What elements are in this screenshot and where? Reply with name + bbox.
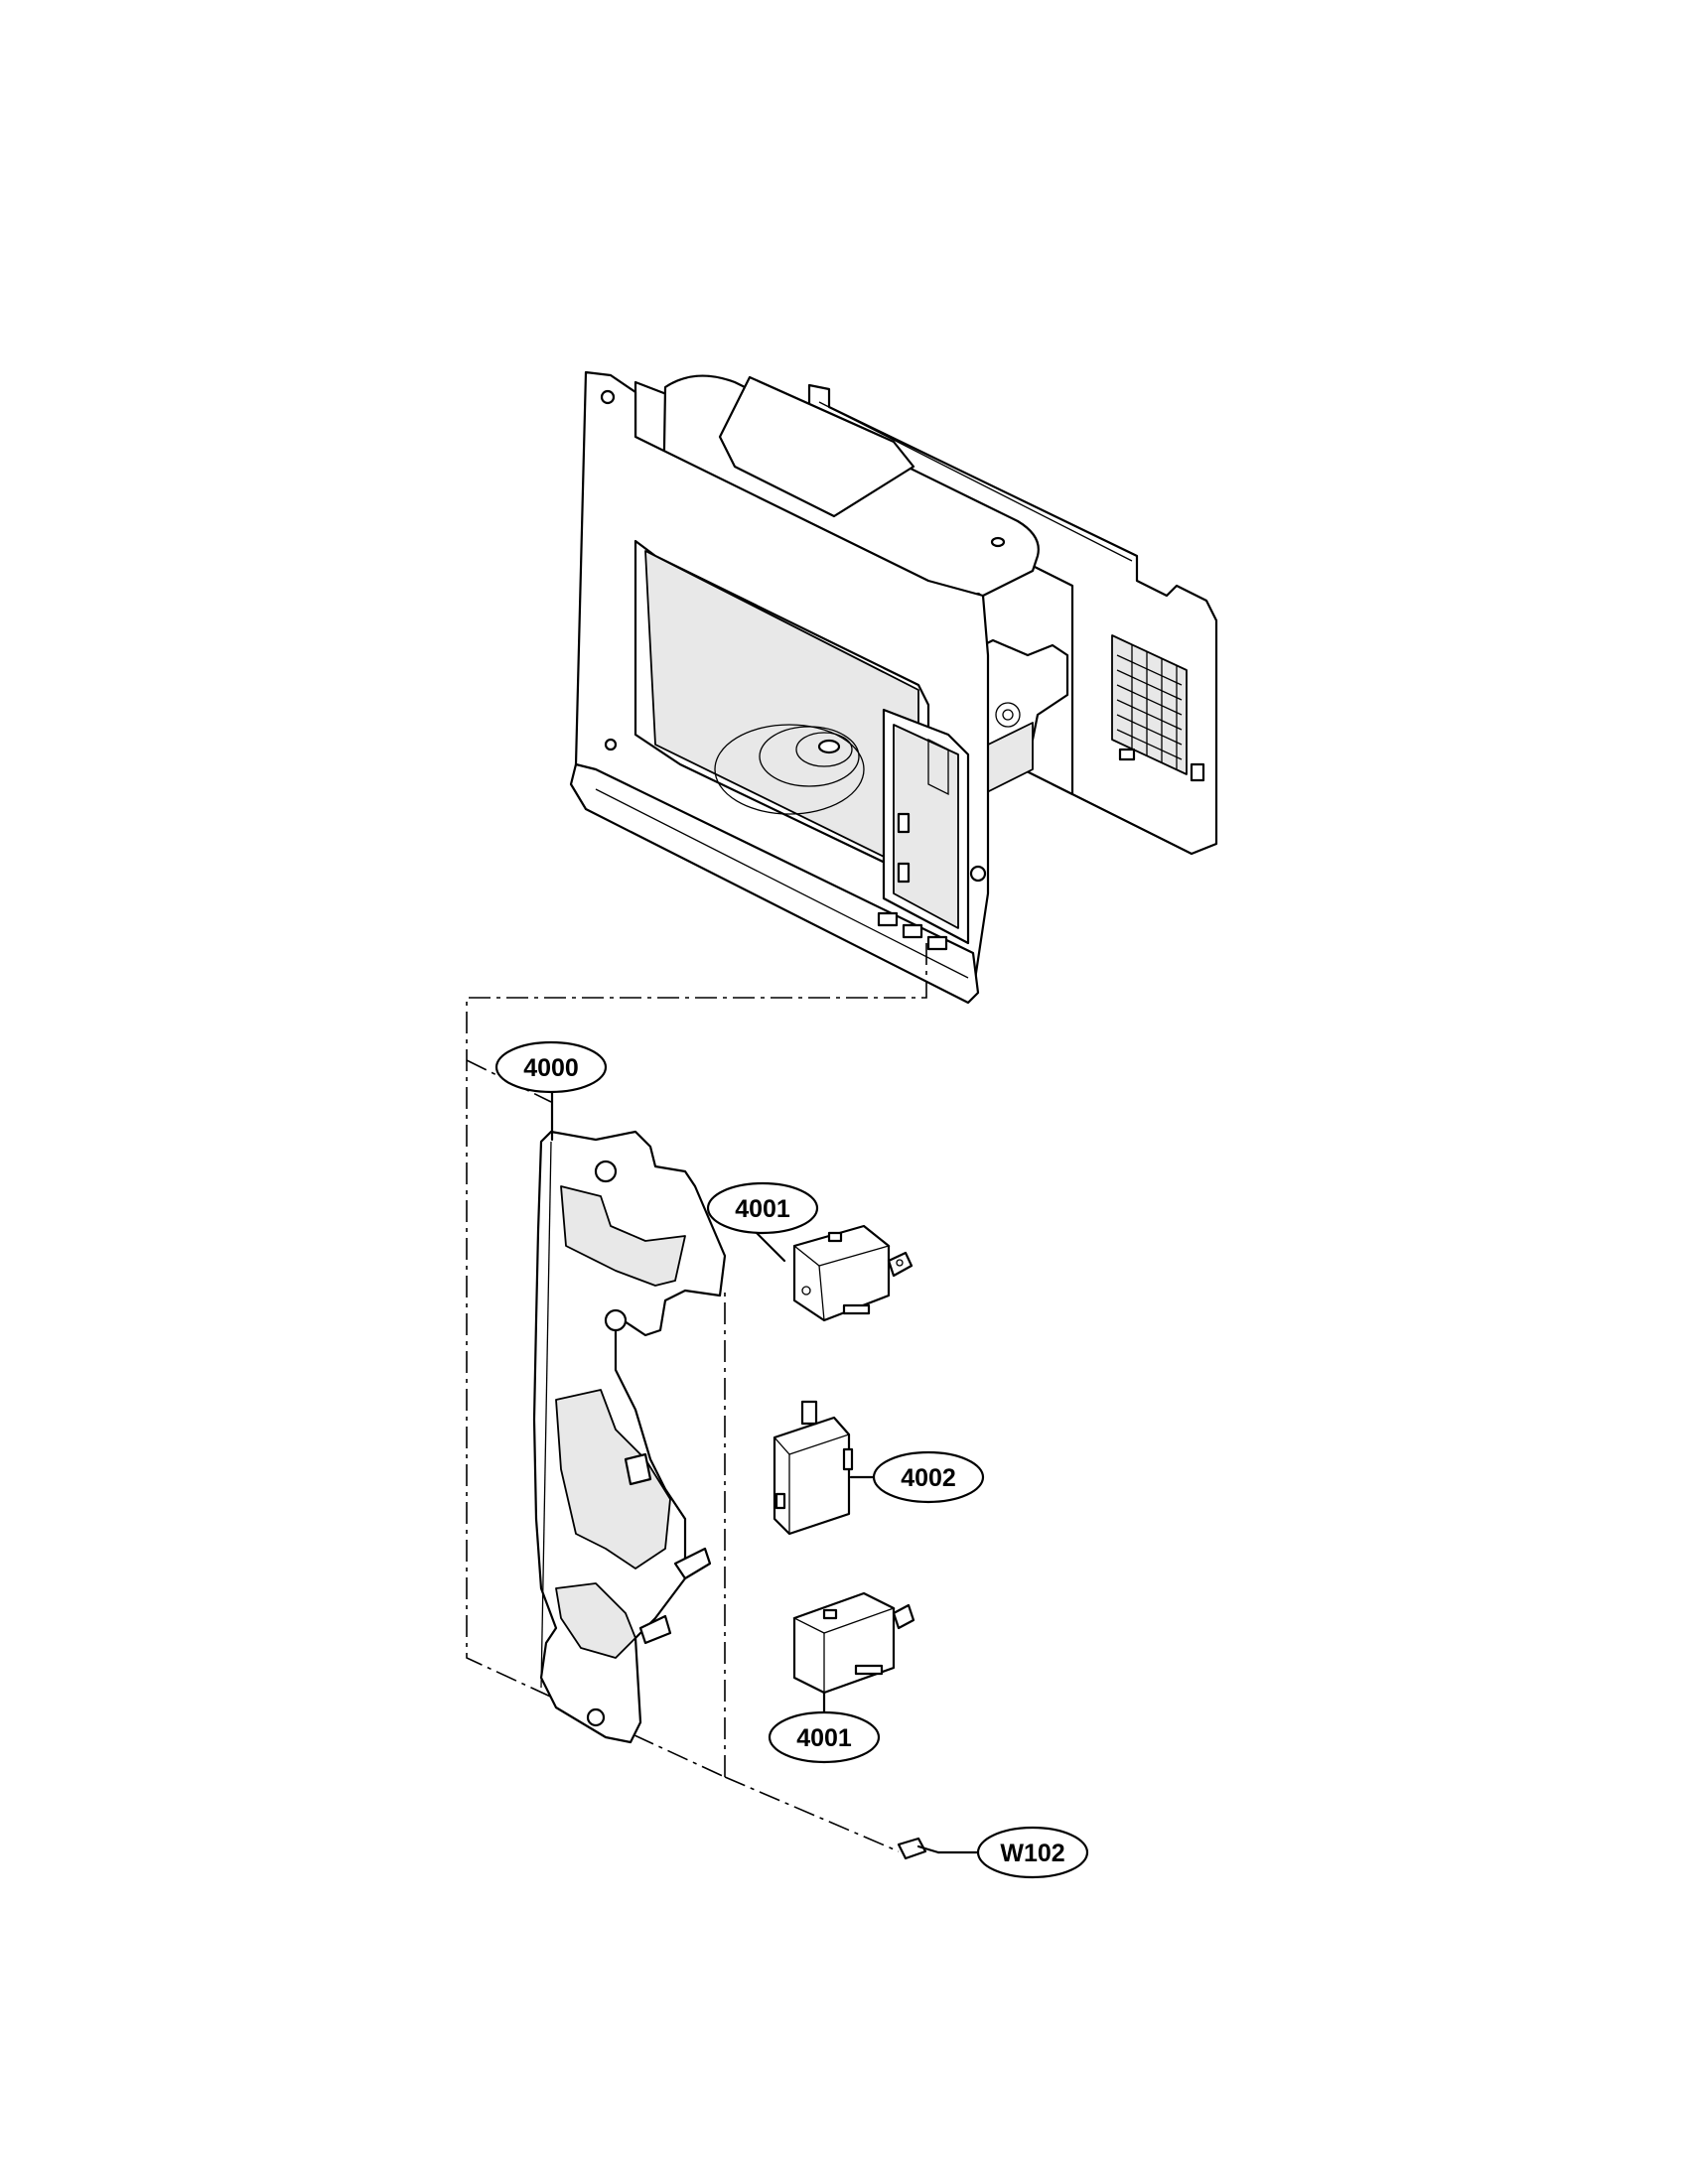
label-4001-bottom: 4001 <box>796 1724 852 1752</box>
callout-leaders <box>550 1090 980 1854</box>
callout-4001-top: 4001 <box>706 1181 819 1235</box>
callout-4002: 4002 <box>872 1450 985 1504</box>
callout-4001-bottom: 4001 <box>768 1710 881 1764</box>
switch-bottom <box>792 1591 915 1695</box>
latch-board <box>532 1130 727 1744</box>
microwave-chassis <box>569 370 1218 1005</box>
callout-4000: 4000 <box>494 1040 608 1094</box>
label-w102: W102 <box>1000 1840 1064 1867</box>
screw <box>897 1837 940 1860</box>
label-4001-top: 4001 <box>735 1195 790 1223</box>
callout-w102: W102 <box>976 1826 1089 1879</box>
label-4002: 4002 <box>901 1464 956 1492</box>
label-4000: 4000 <box>523 1054 579 1082</box>
switch-top <box>792 1224 914 1322</box>
switch-middle <box>773 1400 854 1536</box>
